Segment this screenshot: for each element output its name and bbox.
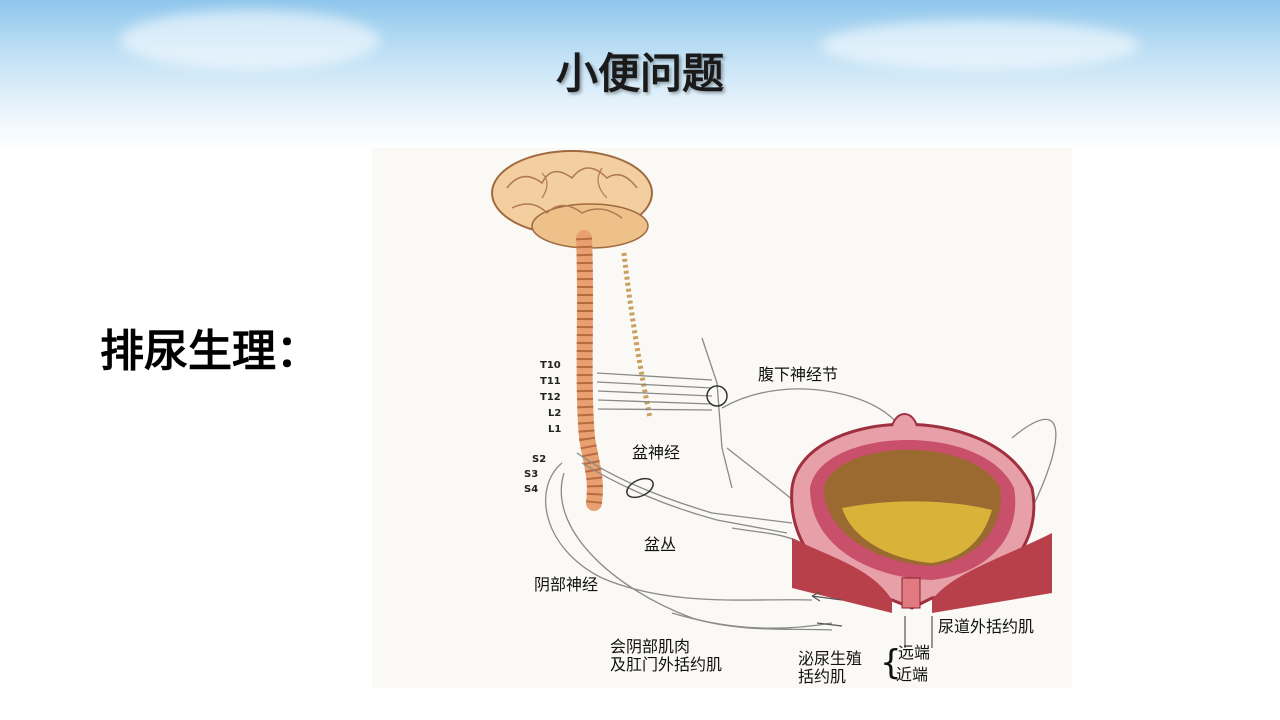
perineal-muscle-label-line1: 会阴部肌肉 xyxy=(610,637,691,656)
brain-illustration xyxy=(491,150,653,249)
slide-subtitle: 排尿生理： xyxy=(100,326,320,377)
slide-title: 小便问题 xyxy=(555,49,724,98)
urination-physiology-diagram: T10 T11 T12 L2 L1 S2 S3 S4 腹下神经节 盆神经 盆丛 … xyxy=(372,148,1072,688)
perineal-muscle-label: 会阴部肌肉 及肛门外括约肌 xyxy=(610,637,723,675)
diagram-illustration xyxy=(491,150,1057,648)
pelvic-plexus-label: 盆丛 xyxy=(644,535,677,554)
segment-label: T10 xyxy=(540,360,561,371)
pelvic-nerve-label: 盆神经 xyxy=(632,443,681,462)
hypogastric-ganglion-marker xyxy=(706,385,728,407)
segment-label: T11 xyxy=(540,376,561,387)
segment-label: L1 xyxy=(548,424,562,435)
segment-label: S3 xyxy=(524,469,539,480)
hypogastric-ganglion-label: 腹下神经节 xyxy=(758,365,839,384)
bladder-illustration xyxy=(790,413,1052,613)
brace-symbol: { xyxy=(880,643,902,683)
pudendal-nerve-label: 阴部神经 xyxy=(534,575,599,594)
cloud-decoration xyxy=(120,10,380,70)
cloud-decoration xyxy=(820,20,1140,70)
perineal-muscle-label-line2: 及肛门外括约肌 xyxy=(610,655,723,675)
external-urethral-sphincter-label: 尿道外括约肌 xyxy=(938,617,1035,636)
segment-label: L2 xyxy=(548,408,562,419)
urogenital-sphincter-label: 泌尿生殖 括约肌 xyxy=(798,649,863,687)
distal-label: 远端 xyxy=(898,643,931,662)
proximal-label: 近端 xyxy=(896,665,929,684)
segment-label: S2 xyxy=(532,454,547,465)
segment-label: S4 xyxy=(524,484,539,495)
sympathetic-chain xyxy=(621,252,653,419)
urogenital-sphincter-label-line1: 泌尿生殖 xyxy=(798,649,863,668)
urogenital-sphincter-label-line2: 括约肌 xyxy=(798,667,847,687)
pelvic-nerve-marker xyxy=(626,477,654,499)
segment-label: T12 xyxy=(540,392,561,403)
